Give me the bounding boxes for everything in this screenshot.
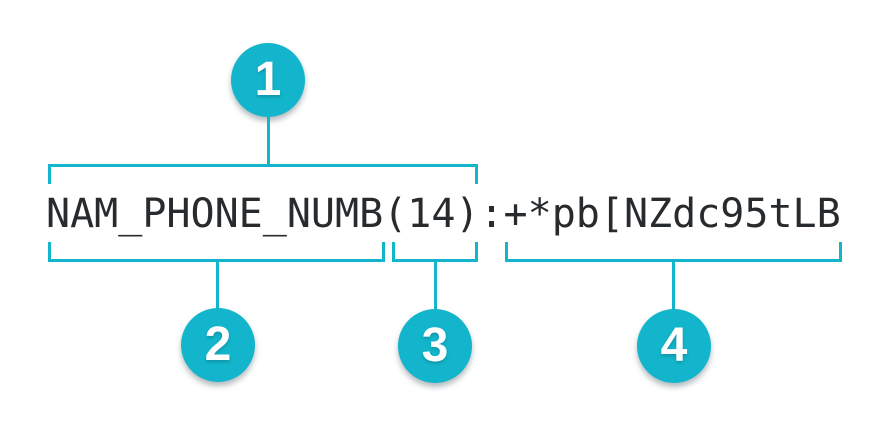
- bracket-segment-1: [48, 164, 478, 184]
- callout-badge-1: 1: [231, 43, 305, 117]
- connector-callout-4: [672, 262, 675, 309]
- connector-callout-1: [267, 116, 270, 164]
- callout-badge-3: 3: [398, 309, 472, 383]
- token-string: NAM_PHONE_NUMB(14):+*pb[NZdc95tLB: [46, 191, 841, 237]
- callout-label-4: 4: [660, 319, 688, 372]
- callout-badge-2: 2: [181, 308, 255, 382]
- callout-label-2: 2: [204, 318, 232, 371]
- connector-callout-3: [434, 262, 437, 309]
- connector-callout-2: [216, 262, 219, 308]
- bracket-segment-4: [505, 242, 842, 262]
- bracket-segment-2: [48, 242, 385, 262]
- bracket-segment-3: [392, 242, 478, 262]
- callout-label-1: 1: [254, 53, 282, 106]
- callout-badge-4: 4: [637, 309, 711, 383]
- callout-label-3: 3: [421, 319, 449, 372]
